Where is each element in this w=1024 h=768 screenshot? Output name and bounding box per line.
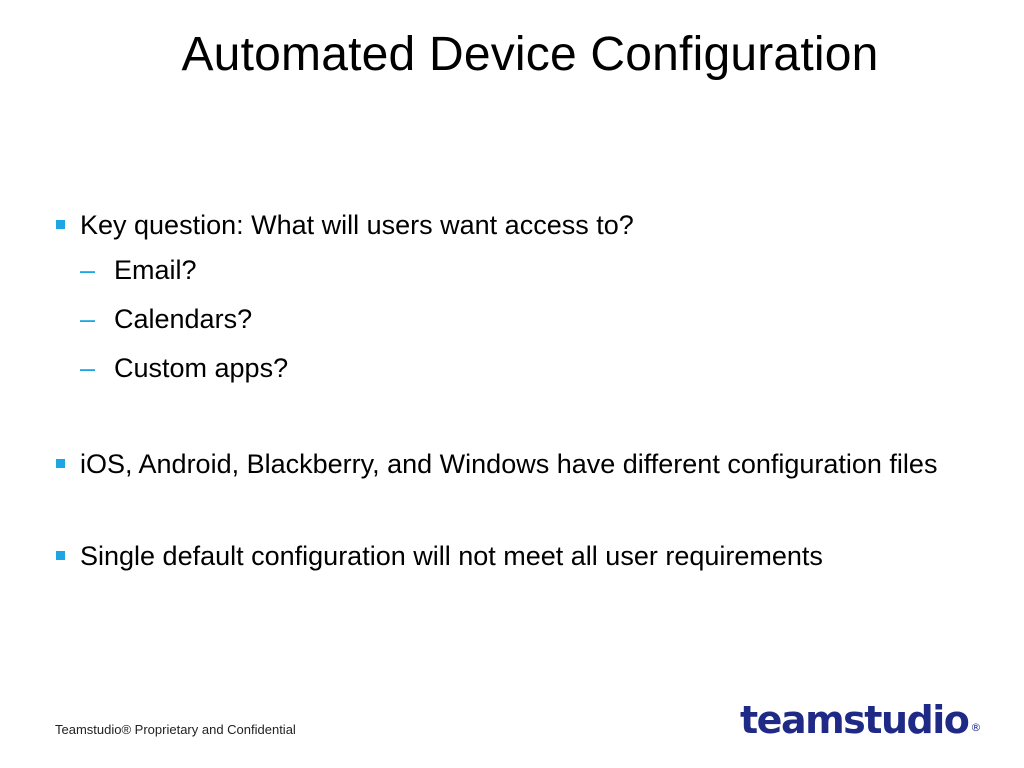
square-bullet-icon bbox=[56, 459, 65, 468]
spacer bbox=[56, 485, 956, 536]
square-bullet-icon bbox=[56, 551, 65, 560]
bullet-text: Single default configuration will not me… bbox=[80, 541, 823, 571]
logo-registered-mark: ® bbox=[970, 721, 982, 734]
teamstudio-logo: teamstudio® bbox=[740, 696, 982, 744]
dash-icon: – bbox=[80, 255, 96, 285]
dash-icon: – bbox=[80, 353, 96, 383]
sub-bullet-text: Custom apps? bbox=[114, 353, 289, 383]
square-bullet-icon bbox=[56, 220, 65, 229]
bullet-item: Key question: What will users want acces… bbox=[56, 205, 956, 246]
bullet-text: Key question: What will users want acces… bbox=[80, 210, 634, 240]
footer-text: Teamstudio® Proprietary and Confidential bbox=[55, 722, 296, 737]
dash-icon: – bbox=[80, 304, 96, 334]
slide-body: Key question: What will users want acces… bbox=[56, 205, 956, 577]
bullet-item: iOS, Android, Blackberry, and Windows ha… bbox=[56, 444, 956, 485]
sub-bullet-text: Email? bbox=[114, 255, 197, 285]
logo-text: teamstudio bbox=[740, 698, 970, 742]
sub-bullet-text: Calendars? bbox=[114, 304, 253, 334]
slide-title: Automated Device Configuration bbox=[181, 28, 879, 81]
sub-bullet-item: – Email? bbox=[56, 246, 956, 295]
bullet-text: iOS, Android, Blackberry, and Windows ha… bbox=[80, 449, 938, 479]
sub-bullet-item: – Custom apps? bbox=[56, 344, 956, 393]
spacer bbox=[56, 393, 956, 444]
sub-bullet-item: – Calendars? bbox=[56, 295, 956, 344]
bullet-item: Single default configuration will not me… bbox=[56, 536, 956, 577]
